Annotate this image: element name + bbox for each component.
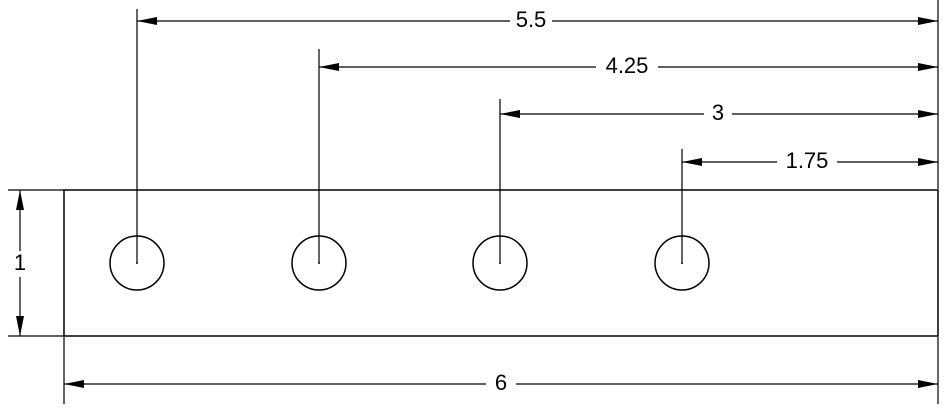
overall-length-text-mask <box>486 371 516 397</box>
dimension-1-75-right-arrow <box>918 158 938 166</box>
height-text-mask <box>6 251 34 277</box>
dimension-3: 3 <box>500 100 938 127</box>
dimension-4-25-label: 4.25 <box>606 53 649 78</box>
overall-length-label: 6 <box>495 370 507 395</box>
hole-center-1 <box>136 262 138 264</box>
dimension-4-25-right-arrow <box>918 63 938 71</box>
holes-group <box>109 235 710 291</box>
dimension-5-5-text-mask <box>510 8 552 34</box>
height-dimension: 1 <box>6 189 64 337</box>
dimension-3-text-mask <box>704 101 732 127</box>
dimension-5-5-right-arrow <box>918 17 938 25</box>
overall-length-right-arrow <box>918 380 938 388</box>
dimension-3-label: 3 <box>712 100 724 125</box>
height-top-arrow <box>16 190 24 210</box>
plate-outline <box>63 189 939 337</box>
dimension-1-75-label: 1.75 <box>786 148 829 173</box>
dimension-5-5: 5.5 <box>137 7 938 34</box>
hole-center-3 <box>499 262 501 264</box>
overall-length-dimension: 6 <box>63 337 939 404</box>
hole-center-2 <box>318 262 320 264</box>
dimension-1-75: 1.75 <box>682 148 938 175</box>
dimension-4-25-text-mask <box>596 54 658 80</box>
dimension-3-left-arrow <box>500 110 520 118</box>
dimension-4-25-left-arrow <box>319 63 339 71</box>
dimension-1-75-text-mask <box>777 149 837 175</box>
dimension-5-5-left-arrow <box>137 17 157 25</box>
dimension-3-right-arrow <box>918 110 938 118</box>
height-bottom-arrow <box>16 316 24 336</box>
hole-center-4 <box>681 262 683 264</box>
overall-length-left-arrow <box>64 380 84 388</box>
dimension-5-5-label: 5.5 <box>516 7 547 32</box>
dimension-4-25: 4.25 <box>319 53 938 80</box>
dimension-1-75-left-arrow <box>682 158 702 166</box>
height-label: 1 <box>14 250 26 275</box>
